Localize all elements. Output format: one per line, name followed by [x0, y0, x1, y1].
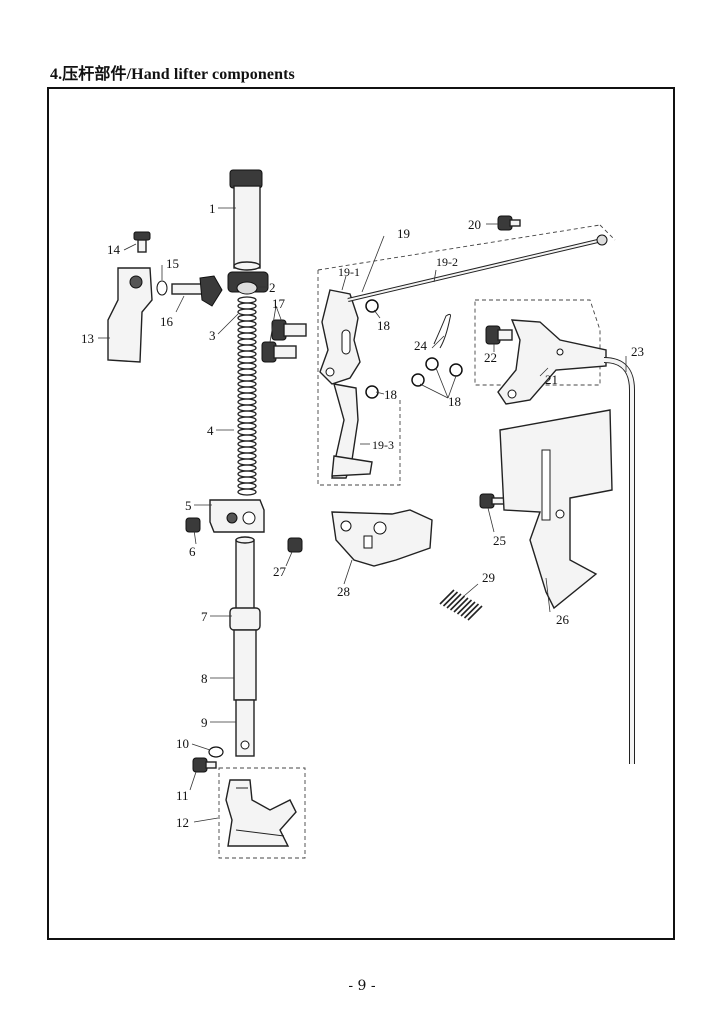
callout-22: 22	[484, 350, 497, 365]
callout-23: 23	[631, 344, 644, 359]
part-14-screw	[133, 231, 151, 253]
callout-27: 27	[273, 564, 287, 579]
callout-19-2: 19-2	[436, 255, 458, 269]
leader-lines	[98, 207, 627, 823]
callout-labels: 1 2 3 4 5 6 7 8 9 10 11 12 13 14 15 16 1…	[81, 201, 644, 830]
page-number: - 9 -	[348, 978, 376, 994]
part-20-screw	[497, 215, 521, 231]
callout-10: 10	[176, 736, 189, 751]
part-27-screw	[287, 537, 303, 553]
part-12-presser-foot	[225, 779, 297, 847]
callout-19-1: 19-1	[338, 265, 360, 279]
part-10-washer	[208, 746, 224, 758]
part-11-screw	[192, 757, 217, 773]
callout-20: 20	[468, 217, 481, 232]
callout-19: 19	[397, 226, 410, 241]
callout-19-3: 19-3	[372, 438, 394, 452]
callout-24: 24	[414, 338, 428, 353]
part-4-spring	[237, 296, 257, 496]
part-19-1-link-plate	[319, 289, 361, 385]
assembly-12-dashed-box	[218, 767, 306, 859]
part-19-2-rod	[347, 234, 608, 302]
callout-18-c: 18	[448, 394, 461, 409]
page-title: 4.压杆部件/Hand lifter components	[50, 66, 295, 83]
part-24-spring	[433, 313, 451, 349]
callout-5: 5	[185, 498, 192, 513]
callout-6: 6	[189, 544, 196, 559]
callout-25: 25	[493, 533, 506, 548]
callout-8: 8	[201, 671, 208, 686]
part-23-rod	[603, 357, 635, 764]
callout-7: 7	[201, 609, 208, 624]
part-22-screw	[485, 325, 513, 345]
diagram-frame	[47, 87, 675, 940]
callout-29: 29	[482, 570, 495, 585]
part-26-cover-plate	[499, 409, 613, 610]
part-1-bushing	[229, 169, 263, 271]
callout-9: 9	[201, 715, 208, 730]
callout-21: 21	[545, 372, 558, 387]
callout-18-a: 18	[377, 318, 390, 333]
part-17-screws	[261, 319, 307, 363]
part-13-lifter-lever	[107, 267, 153, 363]
part-15-washer	[156, 280, 168, 296]
part-21-arm	[497, 319, 607, 405]
callout-16: 16	[160, 314, 174, 329]
callout-18-b: 18	[384, 387, 397, 402]
part-28-bracket-plate	[331, 509, 433, 567]
callout-1: 1	[209, 201, 216, 216]
callout-14: 14	[107, 242, 121, 257]
callout-17: 17	[272, 296, 286, 311]
callout-13: 13	[81, 331, 94, 346]
part-18-clips	[365, 299, 463, 399]
assembly-19-dashed-box	[317, 224, 616, 486]
part-25-screw	[479, 493, 505, 509]
callout-15: 15	[166, 256, 179, 271]
callout-28: 28	[337, 584, 350, 599]
callout-3: 3	[209, 328, 216, 343]
part-2-nut	[227, 271, 269, 295]
part-7-8-9-presser-bar	[229, 536, 261, 757]
part-6-screw	[185, 517, 201, 533]
part-16-pin	[171, 275, 223, 307]
callout-26: 26	[556, 612, 570, 627]
callout-4: 4	[207, 423, 214, 438]
part-19-3-lower-lever	[331, 383, 373, 479]
part-29-spring	[439, 589, 483, 621]
callout-11: 11	[176, 788, 189, 803]
part-5-bracket	[209, 499, 265, 533]
callout-12: 12	[176, 815, 189, 830]
callout-2: 2	[269, 280, 276, 295]
